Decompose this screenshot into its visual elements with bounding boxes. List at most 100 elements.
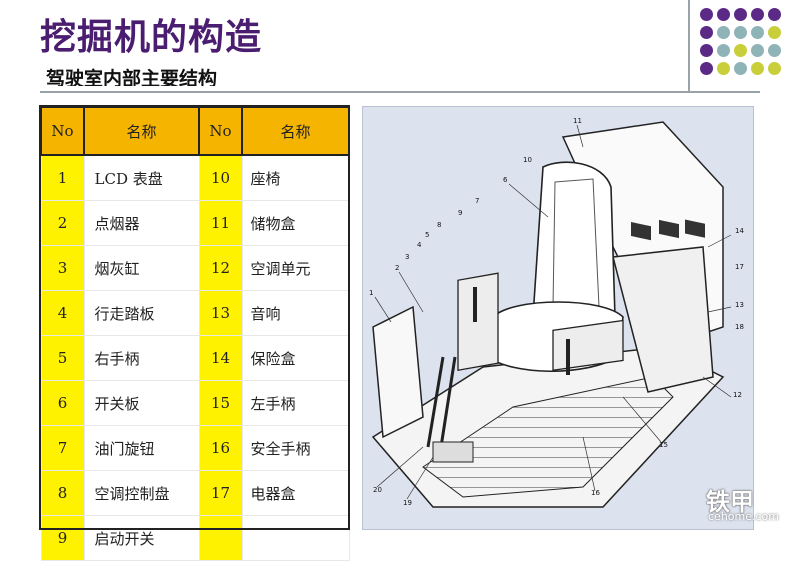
header-name-2: 名称 — [241, 106, 350, 156]
callout-label: 1 — [369, 289, 373, 297]
row-part-name: 空调单元 — [241, 245, 350, 291]
leader-line — [707, 306, 732, 313]
leader-line — [398, 271, 424, 313]
callout-label: 3 — [405, 253, 409, 261]
callout-label: 8 — [437, 221, 441, 229]
parts-table: No 名称 No 名称 1 LCD 表盘 10 座椅 2 点烟器 11 储物盒 … — [40, 106, 350, 561]
leader-line — [702, 376, 732, 398]
decorative-dot — [717, 26, 730, 39]
table-row: 4 行走踏板 13 音响 — [40, 290, 350, 336]
leader-line — [374, 296, 392, 323]
right-console — [612, 246, 714, 393]
decorative-dot — [700, 26, 713, 39]
decorative-dot — [700, 44, 713, 57]
decorative-dot — [768, 26, 781, 39]
row-part-name: 烟灰缸 — [83, 245, 200, 291]
row-part-name: 行走踏板 — [83, 290, 200, 336]
row-part-name: 安全手柄 — [241, 425, 350, 471]
row-part-name: 保险盒 — [241, 335, 350, 381]
row-part-name: 点烟器 — [83, 200, 200, 246]
decorative-dot — [717, 44, 730, 57]
callout-label: 15 — [659, 441, 668, 449]
callout-label: 19 — [403, 499, 412, 507]
page-title: 挖掘机的构造 — [40, 17, 263, 58]
callout-label: 20 — [373, 486, 382, 494]
row-part-name: 储物盒 — [241, 200, 350, 246]
callout-label: 6 — [503, 176, 508, 184]
table-row: 8 空调控制盘 17 电器盒 — [40, 470, 350, 516]
row-number: 9 — [40, 515, 85, 561]
divider-horizontal — [40, 91, 760, 93]
row-number: 12 — [198, 245, 243, 291]
leader-line — [508, 183, 549, 218]
row-number: 1 — [40, 154, 85, 201]
decorative-dot — [717, 62, 730, 75]
decorative-dot — [751, 26, 764, 39]
decorative-dot — [751, 8, 764, 21]
travel-pedal — [432, 441, 474, 463]
row-number: 2 — [40, 200, 85, 246]
leader-lines — [374, 124, 732, 500]
table-row: 3 烟灰缸 12 空调单元 — [40, 245, 350, 291]
table-row: 9 启动开关 — [40, 515, 350, 561]
row-number: 11 — [198, 200, 243, 246]
callout-label: 9 — [458, 209, 462, 217]
table-header-row: No 名称 No 名称 — [40, 106, 350, 156]
row-number: 3 — [40, 245, 85, 291]
row-part-name: LCD 表盘 — [83, 154, 200, 201]
travel-lever — [439, 356, 457, 448]
callout-label: 11 — [573, 117, 582, 125]
row-part-name — [241, 515, 350, 561]
row-number: 8 — [40, 470, 85, 516]
cab-line-drawing: 1 2 3 4 5 6 7 8 9 10 11 12 13 14 15 16 1… — [369, 117, 744, 508]
decorative-dot — [751, 62, 764, 75]
row-part-name: 油门旋钮 — [83, 425, 200, 471]
row-part-name: 右手柄 — [83, 335, 200, 381]
decorative-dot — [768, 44, 781, 57]
floor-mat — [422, 376, 674, 498]
decorative-dot — [700, 62, 713, 75]
callout-label: 7 — [475, 197, 479, 205]
rear-window-vent — [685, 219, 705, 238]
row-number: 4 — [40, 290, 85, 336]
decorative-dot — [768, 62, 781, 75]
row-number: 13 — [198, 290, 243, 336]
row-part-name: 开关板 — [83, 380, 200, 426]
decorative-dot — [768, 8, 781, 21]
front-left-panel — [372, 305, 424, 439]
cab-interior-diagram: 1 2 3 4 5 6 7 8 9 10 11 12 13 14 15 16 1… — [362, 106, 754, 530]
leader-line — [622, 396, 662, 443]
header-no-1: No — [40, 106, 85, 156]
rear-window-vent — [659, 219, 679, 239]
callout-label: 12 — [733, 391, 742, 399]
rear-window-vent — [631, 221, 651, 241]
table-row: 6 开关板 15 左手柄 — [40, 380, 350, 426]
decorative-dot — [734, 8, 747, 21]
table-row: 1 LCD 表盘 10 座椅 — [40, 154, 350, 201]
leader-line — [707, 234, 732, 248]
right-control-console — [552, 319, 624, 372]
row-number: 5 — [40, 335, 85, 381]
callout-label: 10 — [523, 156, 532, 164]
row-part-name: 左手柄 — [241, 380, 350, 426]
decorative-dot — [734, 44, 747, 57]
callout-label: 13 — [735, 301, 744, 309]
callouts: 1 2 3 4 5 6 7 8 9 10 11 12 13 14 15 16 1… — [369, 117, 744, 507]
leader-line — [376, 446, 424, 488]
decorative-dot — [734, 62, 747, 75]
row-number: 15 — [198, 380, 243, 426]
callout-label: 16 — [591, 489, 600, 497]
divider-vertical — [688, 0, 690, 92]
leader-line — [406, 456, 434, 500]
row-part-name: 座椅 — [241, 154, 350, 201]
row-number: 7 — [40, 425, 85, 471]
header-name-1: 名称 — [83, 106, 200, 156]
watermark-brand: 铁甲 — [706, 488, 754, 516]
decorative-dot — [734, 26, 747, 39]
table-row: 2 点烟器 11 储物盒 — [40, 200, 350, 246]
decorative-dot — [717, 8, 730, 21]
callout-label: 5 — [425, 231, 429, 239]
row-number: 14 — [198, 335, 243, 381]
row-number: 17 — [198, 470, 243, 516]
row-part-name: 空调控制盘 — [83, 470, 200, 516]
